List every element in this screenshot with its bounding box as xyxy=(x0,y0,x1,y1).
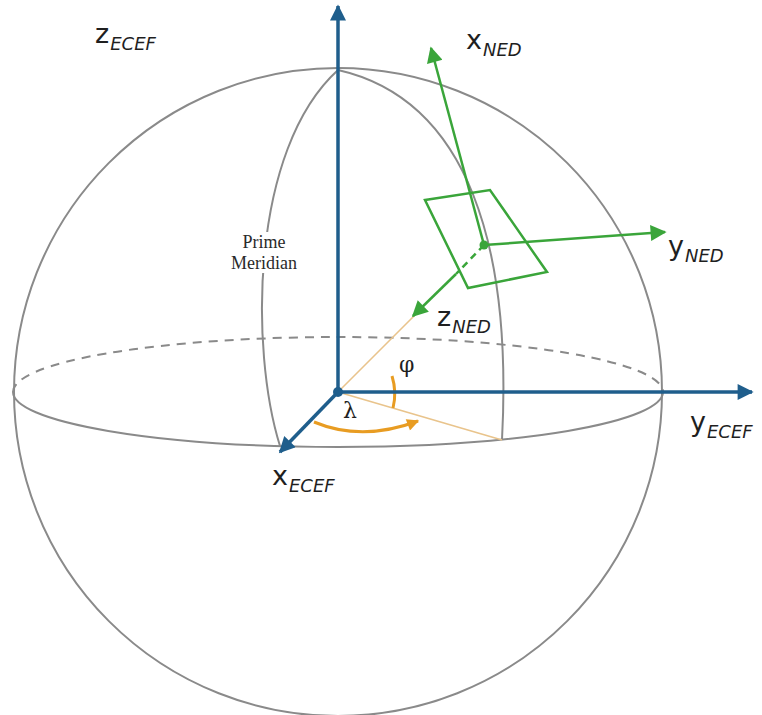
axis-subscript: ECEF xyxy=(707,423,753,441)
ned-frame xyxy=(413,48,665,316)
axis-letter: z xyxy=(95,20,109,47)
z-ecef-axis xyxy=(336,6,340,392)
z-ned-hidden xyxy=(456,245,484,274)
axis-letter: x xyxy=(272,462,288,489)
axis-subscript: NED xyxy=(483,41,522,59)
y-ecef-axis xyxy=(338,390,752,394)
y-ned-axis xyxy=(484,232,665,245)
meridian-label: Prime Meridian xyxy=(224,232,304,273)
angle-construction xyxy=(314,315,502,440)
earth-center-dot xyxy=(333,387,343,397)
axis-letter: y xyxy=(668,232,684,259)
axis-subscript: NED xyxy=(452,318,491,336)
axis-subscript: ECEF xyxy=(110,35,156,53)
radius-line xyxy=(338,315,415,392)
latitude-symbol: φ xyxy=(399,354,414,376)
tangent-plane xyxy=(425,190,547,288)
x-ecef-axis xyxy=(280,392,338,452)
axis-subscript: NED xyxy=(685,247,724,265)
x-ned-axis xyxy=(431,48,484,245)
axis-letter: z xyxy=(437,303,451,330)
ned-origin-dot xyxy=(480,241,489,250)
equator-front xyxy=(13,392,663,447)
axis-letter: x xyxy=(466,26,482,53)
axis-letter: y xyxy=(690,408,706,435)
local-meridian-arc xyxy=(338,70,503,440)
longitude-arc xyxy=(314,421,418,432)
ecef-axes xyxy=(280,6,752,452)
axis-subscript: ECEF xyxy=(289,477,335,495)
longitude-symbol: λ xyxy=(343,400,357,422)
